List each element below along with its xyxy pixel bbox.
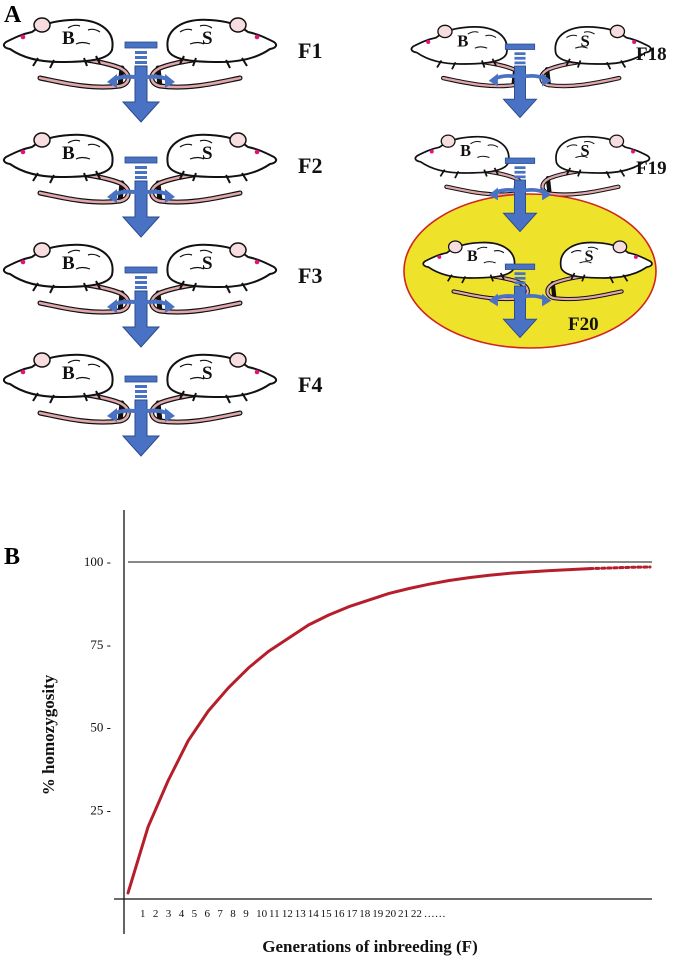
mouse-s-icon <box>152 243 276 312</box>
f20-highlight-ellipse <box>403 193 657 349</box>
generation-label-f1: F1 <box>298 38 322 63</box>
x-tick-label: 6 <box>205 908 211 920</box>
x-tick-label: 17 <box>346 908 358 920</box>
x-tick-label: 11 <box>269 908 280 920</box>
mouse-s-icon <box>152 353 276 422</box>
x-tick-label: 10 <box>256 908 268 920</box>
mouse-b-letter: B <box>62 28 75 49</box>
x-tick-label: …… <box>424 908 446 920</box>
mouse-b-letter: B <box>460 141 471 160</box>
mouse-s-icon <box>542 135 649 194</box>
mouse-s-letter: S <box>580 31 589 50</box>
y-tick-label: 75 - <box>90 637 111 652</box>
mouse-b-letter: B <box>62 363 75 384</box>
mouse-b-letter: B <box>457 31 468 50</box>
mouse-b-letter: B <box>62 253 75 274</box>
generation-label-f4: F4 <box>298 372 322 397</box>
x-tick-label: 21 <box>398 908 409 920</box>
x-tick-label: 15 <box>321 908 333 920</box>
generation-label-f3: F3 <box>298 263 322 288</box>
breeding-arrow-icon <box>105 265 177 349</box>
mouse-s-icon <box>542 25 651 86</box>
mouse-pair-f1: B S <box>4 18 276 87</box>
mouse-s-letter: S <box>202 143 213 164</box>
y-tick-label: 50 - <box>90 720 111 735</box>
mouse-pair-f19: B S <box>415 135 649 194</box>
mouse-s-letter: S <box>202 28 213 49</box>
mouse-pair-f4: B S <box>4 353 276 422</box>
mouse-b-letter: B <box>467 248 478 265</box>
right-column: B S F18 B S F19 B S F20 <box>403 25 667 349</box>
generation-label-f20: F20 <box>568 314 599 335</box>
x-tick-label: 19 <box>372 908 384 920</box>
mouse-b-letter: B <box>62 143 75 164</box>
mouse-s-letter: S <box>581 141 590 160</box>
panel-b-label: B <box>4 544 21 570</box>
x-tick-label: 1 <box>140 908 146 920</box>
mouse-s-letter: S <box>585 248 594 265</box>
breeding-arrow-icon <box>105 155 177 239</box>
breeding-arrow-icon <box>105 40 177 124</box>
x-tick-label: 7 <box>217 908 223 920</box>
mouse-pair-f3: B S <box>4 243 276 312</box>
homozygosity-curve <box>126 567 592 895</box>
mouse-s-letter: S <box>202 363 213 384</box>
mouse-pair-f2: B S <box>4 133 276 202</box>
homozygosity-curve-extrapolated <box>588 565 652 571</box>
mouse-s-letter: S <box>202 253 213 274</box>
panel-a-label: A <box>4 2 22 28</box>
x-tick-label: 8 <box>230 908 236 920</box>
x-tick-label: 5 <box>192 908 198 920</box>
x-tick-label: 2 <box>153 908 159 920</box>
y-tick-label: 25 - <box>90 802 111 817</box>
x-tick-label: 4 <box>179 908 185 920</box>
generation-label-f2: F2 <box>298 153 322 178</box>
breeding-arrow-icon <box>105 374 177 458</box>
x-tick-label: 9 <box>243 908 249 920</box>
x-axis-title: Generations of inbreeding (F) <box>262 937 477 956</box>
x-tick-label: 20 <box>385 908 397 920</box>
mouse-s-icon <box>152 133 276 202</box>
y-tick-label: 100 - <box>84 554 111 569</box>
x-tick-label: 14 <box>308 908 320 920</box>
x-tick-label: 16 <box>334 908 346 920</box>
x-tick-label: 3 <box>166 908 172 920</box>
y-axis-title: % homozygosity <box>39 674 58 795</box>
generation-label-f19: F19 <box>636 158 667 179</box>
mouse-pair-f20: B S <box>423 241 652 299</box>
x-tick-label: 13 <box>295 908 307 920</box>
x-tick-label: 22 <box>411 908 422 920</box>
mouse-s-icon <box>152 18 276 87</box>
generation-label-f18: F18 <box>636 44 667 65</box>
mouse-pair-f18: B S <box>411 25 651 86</box>
left-column: B S F1 B S F2 B S F3 B S F4 <box>4 18 322 458</box>
x-tick-label: 12 <box>282 908 293 920</box>
x-tick-label: 18 <box>359 908 371 920</box>
